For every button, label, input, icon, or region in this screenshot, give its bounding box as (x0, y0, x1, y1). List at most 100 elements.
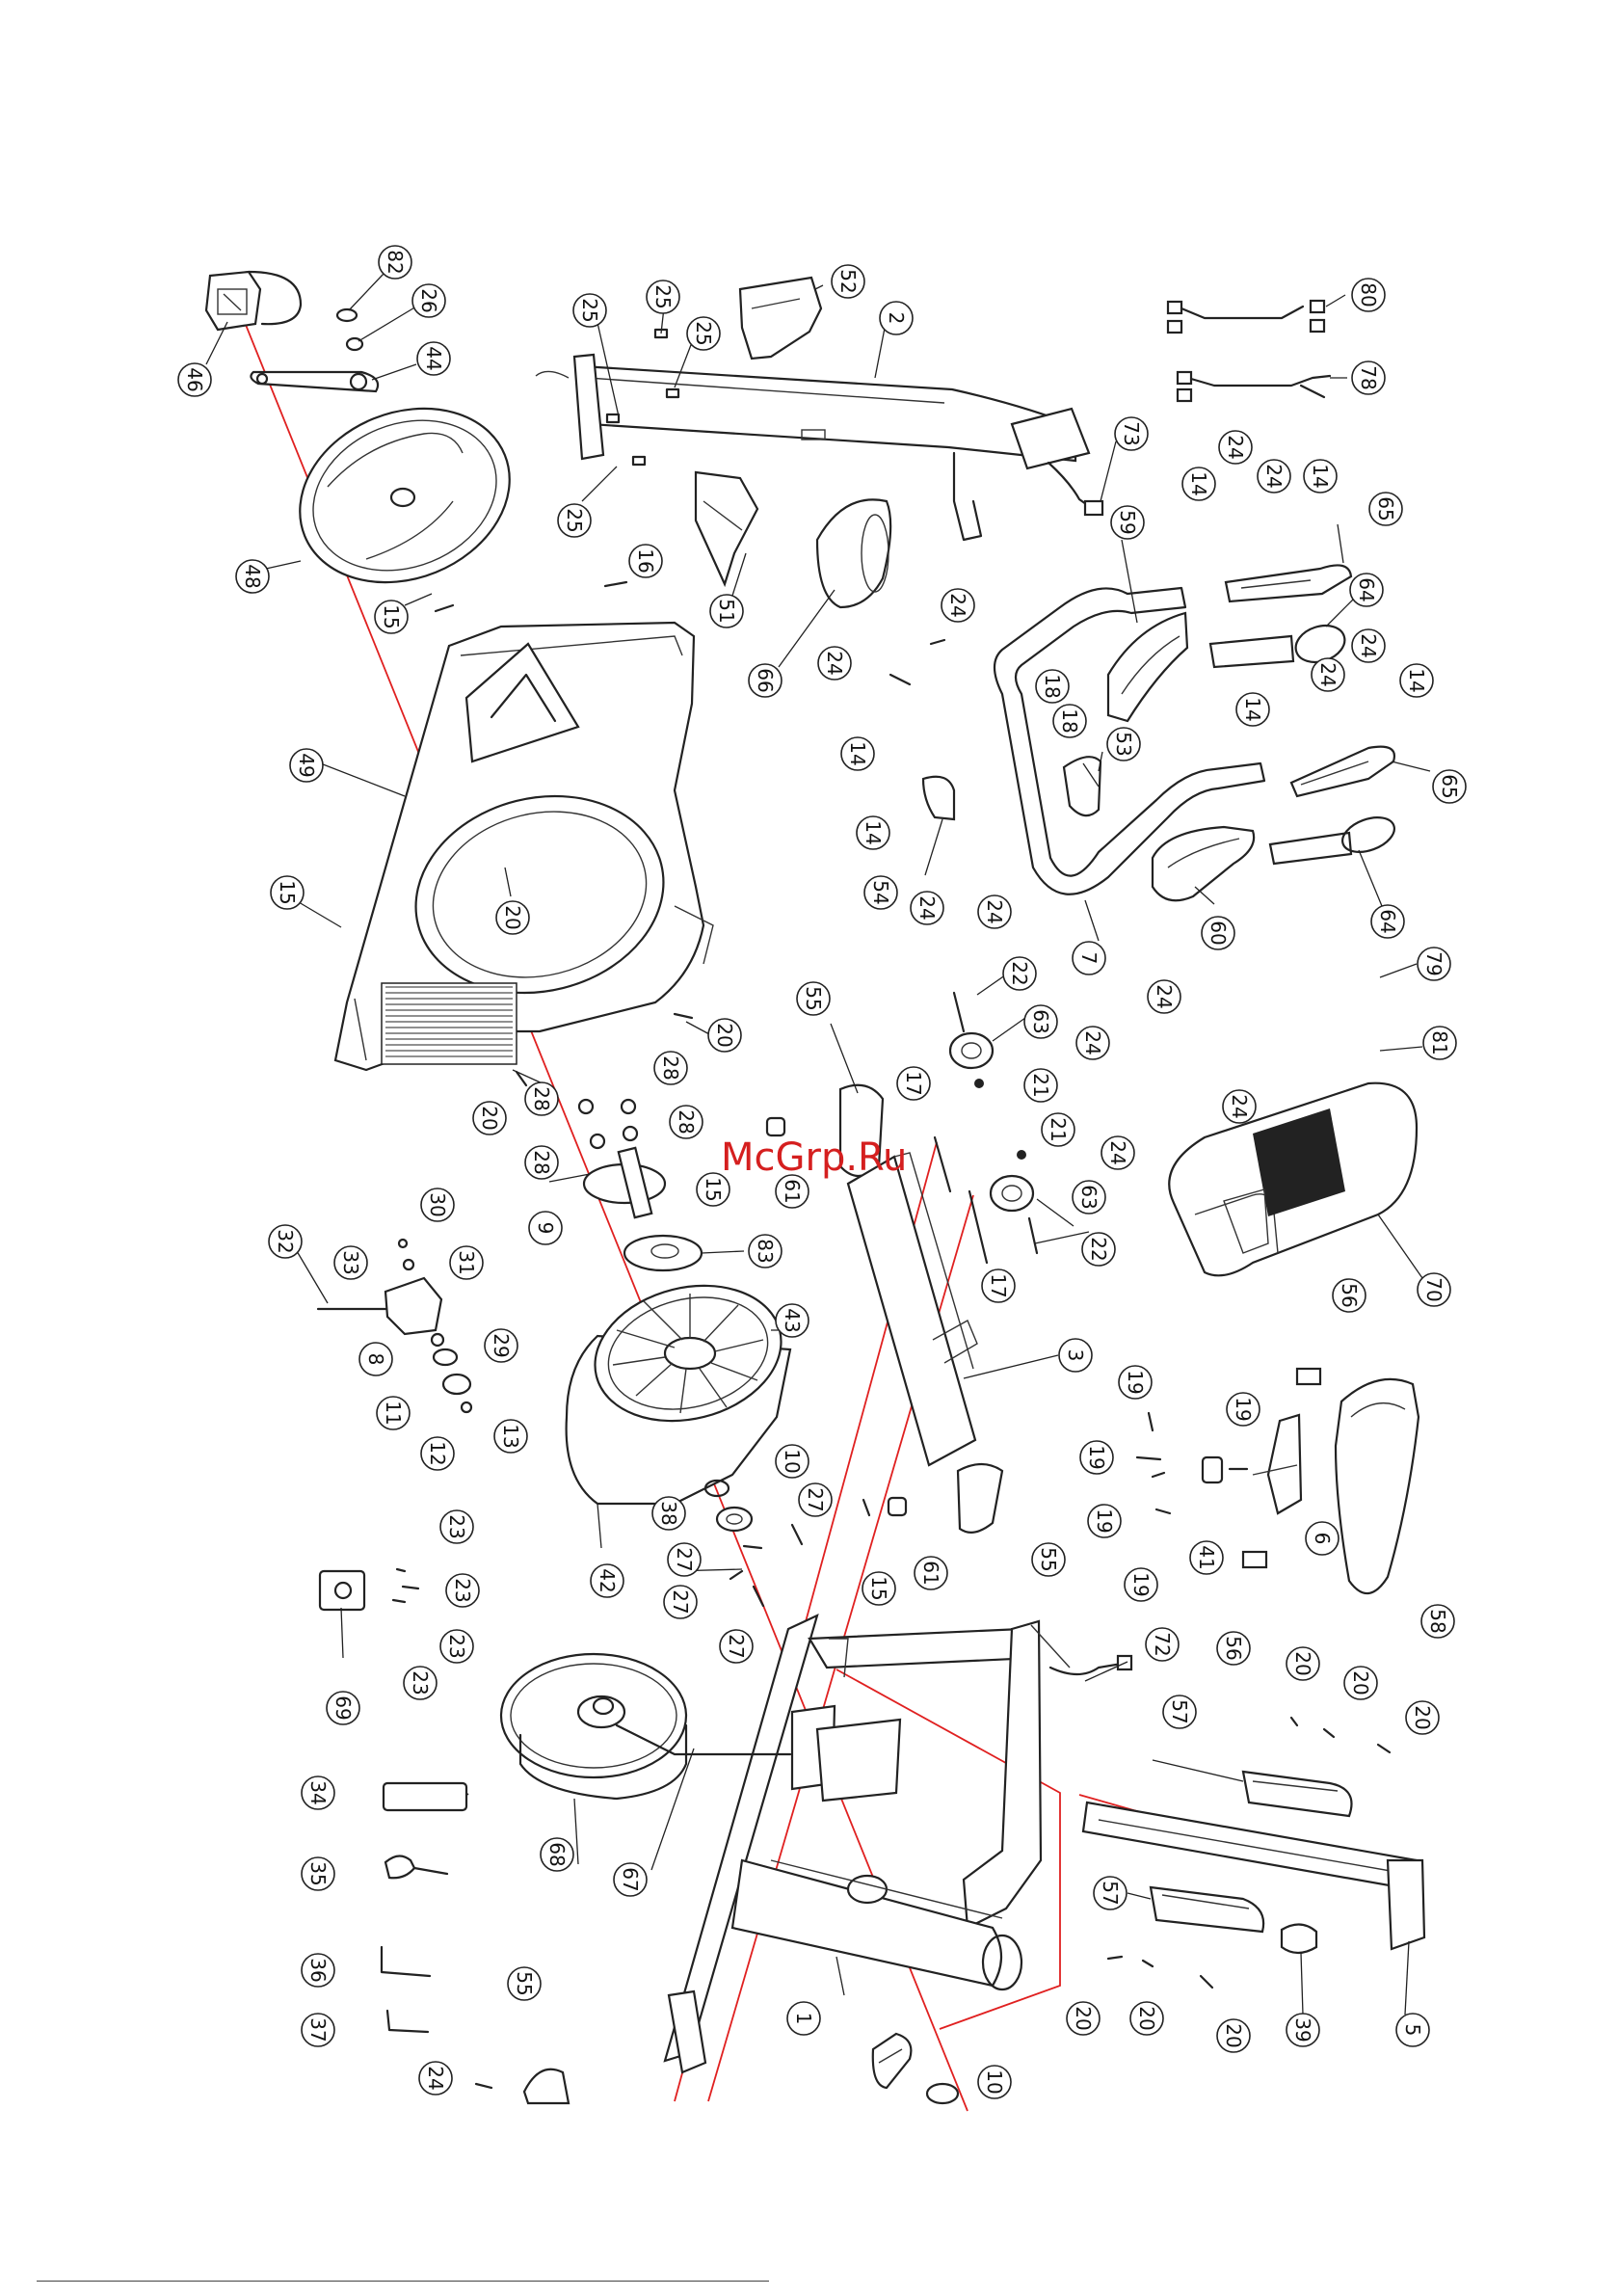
svg-text:19: 19 (1093, 1508, 1116, 1533)
callout-65a: 65 (1368, 492, 1403, 526)
svg-text:61: 61 (781, 1179, 804, 1203)
part-55-cover-bottom (522, 2068, 570, 2105)
part-27-bolts (729, 1523, 804, 1608)
svg-text:5: 5 (1401, 2024, 1424, 2037)
callout-64b: 64 (1370, 904, 1405, 939)
part-11-bearing (432, 1348, 459, 1367)
part-34-spacer (382, 1781, 468, 1812)
svg-text:67: 67 (619, 1867, 642, 1891)
callout-27b: 27 (667, 1542, 702, 1577)
svg-text:39: 39 (1291, 2017, 1314, 2042)
part-screws-upper (434, 580, 946, 686)
svg-text:56: 56 (1222, 1636, 1245, 1660)
part-15-screw (862, 1498, 871, 1517)
part-65-top-pad (1224, 564, 1353, 603)
svg-text:20: 20 (1291, 1651, 1314, 1675)
svg-text:29: 29 (490, 1333, 513, 1357)
svg-text:24: 24 (915, 895, 939, 920)
callout-24k: 24 (1222, 1089, 1257, 1124)
callout-15b: 15 (270, 875, 305, 910)
part-46-display-bracket (204, 270, 303, 332)
svg-text:3: 3 (1064, 1349, 1087, 1362)
watermark-text: McGrp.Ru (721, 1135, 907, 1180)
callout-25b: 25 (646, 280, 680, 314)
part-10-bearing-lower (925, 2082, 960, 2105)
svg-text:25: 25 (563, 508, 586, 532)
callout-10a: 10 (775, 1444, 809, 1479)
callout-24a: 24 (941, 588, 975, 623)
callout-78: 78 (1351, 360, 1386, 395)
callout-20g: 20 (1066, 2001, 1101, 2036)
part-3-seat-post (846, 1135, 989, 1467)
svg-text:24: 24 (1224, 435, 1247, 459)
svg-text:24: 24 (1153, 984, 1176, 1008)
svg-text:57: 57 (1099, 1881, 1122, 1905)
callout-63b: 63 (1072, 1180, 1106, 1215)
part-83-gasket (623, 1234, 703, 1272)
svg-text:24: 24 (1081, 1030, 1104, 1055)
part-59-handle-pad (1106, 611, 1189, 723)
callout-60: 60 (1201, 916, 1235, 950)
svg-text:64: 64 (1355, 577, 1378, 601)
part-56-slider-lower (1241, 1550, 1268, 1569)
svg-text:17: 17 (987, 1273, 1010, 1297)
svg-text:57: 57 (1168, 1699, 1191, 1723)
svg-text:27: 27 (804, 1487, 827, 1511)
svg-text:20: 20 (1222, 2023, 1245, 2047)
callout-43: 43 (775, 1303, 809, 1338)
callout-27d: 27 (719, 1629, 754, 1664)
callout-68: 68 (540, 1837, 574, 1872)
svg-text:15: 15 (867, 1576, 890, 1600)
part-60-grip-pad (1151, 825, 1256, 902)
part-5-rear-stabilizer (1081, 1801, 1426, 1951)
callout-24f: 24 (1311, 657, 1345, 692)
callout-64a: 64 (1349, 573, 1384, 607)
callout-35: 35 (301, 1856, 335, 1891)
callout-19c: 19 (1079, 1440, 1114, 1475)
callout-37: 37 (301, 2013, 335, 2047)
svg-text:28: 28 (530, 1086, 553, 1110)
callout-57a: 57 (1162, 1695, 1197, 1729)
svg-text:65: 65 (1438, 774, 1461, 798)
svg-text:35: 35 (306, 1861, 330, 1885)
callout-9: 9 (528, 1211, 563, 1245)
callout-49: 49 (289, 748, 324, 783)
part-53-grip-pad (1062, 756, 1102, 817)
callout-14f: 14 (856, 815, 890, 850)
svg-text:14: 14 (862, 820, 885, 844)
svg-text:56: 56 (1338, 1283, 1361, 1307)
callout-63a: 63 (1023, 1004, 1058, 1039)
svg-text:20: 20 (1349, 1670, 1372, 1695)
svg-text:20: 20 (1072, 2006, 1095, 2030)
part-6-seat-rail (1252, 1413, 1303, 1515)
part-20-screws-lower (1106, 1716, 1392, 1989)
callout-6: 6 (1305, 1521, 1339, 1556)
callout-30: 30 (420, 1188, 455, 1222)
svg-text:24: 24 (424, 2066, 447, 2090)
svg-text:79: 79 (1422, 951, 1446, 975)
part-78-cable (1176, 370, 1332, 403)
svg-text:9: 9 (534, 1222, 557, 1235)
callout-24g: 24 (910, 891, 944, 925)
svg-text:81: 81 (1428, 1030, 1451, 1055)
callout-52: 52 (831, 264, 865, 299)
part-44-crank-arm (250, 370, 380, 393)
callout-20d: 20 (1286, 1646, 1320, 1681)
svg-text:19: 19 (1129, 1572, 1153, 1596)
svg-text:28: 28 (530, 1150, 553, 1174)
part-57-end-cap-upper (1241, 1770, 1353, 1818)
callout-11: 11 (376, 1396, 411, 1430)
callout-24c: 24 (1218, 430, 1253, 465)
svg-text:19: 19 (1085, 1445, 1108, 1469)
svg-text:24: 24 (983, 899, 1006, 923)
part-61-cap-lower (887, 1496, 908, 1517)
svg-text:16: 16 (634, 548, 657, 573)
callout-41: 41 (1189, 1540, 1224, 1575)
svg-text:22: 22 (1087, 1237, 1110, 1261)
part-43-magnet-ring (594, 1284, 782, 1423)
callout-28b: 28 (524, 1081, 559, 1116)
svg-text:20: 20 (713, 1023, 736, 1047)
part-41-knob (1201, 1455, 1224, 1484)
part-70-seat-texture (1253, 1108, 1345, 1216)
svg-text:24: 24 (1357, 633, 1380, 657)
